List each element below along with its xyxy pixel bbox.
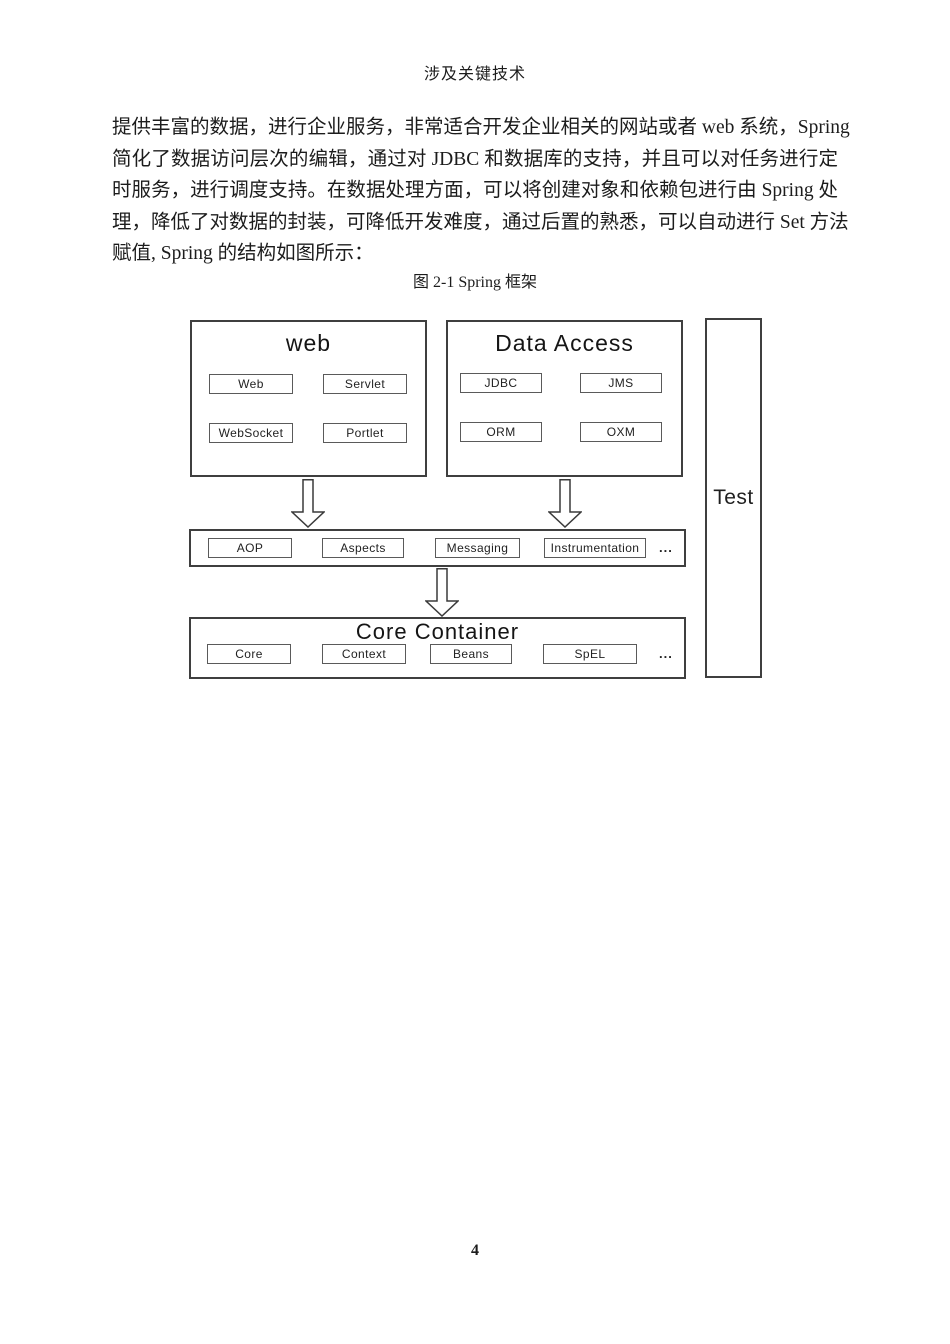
module-chip-servlet: Servlet — [323, 374, 407, 394]
module-chip-spel: SpEL — [543, 644, 637, 664]
middleware-row-box: AOP Aspects Messaging Instrumentation ..… — [189, 529, 686, 567]
module-chip-core: Core — [207, 644, 291, 664]
web-box-title: web — [285, 330, 332, 356]
figure-caption: 图 2-1 Spring 框架 — [412, 274, 537, 291]
ellipsis-more: ... — [659, 540, 673, 555]
data-access-box-title: Data Access — [495, 330, 634, 356]
paragraph-line: 提供丰富的数据，进行企业服务，非常适合开发企业相关的网站或者 web 系统，Sp… — [112, 117, 850, 138]
test-module-box: Test — [705, 318, 762, 678]
data-access-module-box: Data Access JDBC JMS ORM OXM — [446, 320, 683, 477]
test-box-title: Test — [713, 486, 754, 509]
down-arrow-icon — [425, 568, 459, 617]
body-paragraph: 提供丰富的数据，进行企业服务，非常适合开发企业相关的网站或者 web 系统，Sp… — [112, 112, 850, 270]
module-chip-jdbc: JDBC — [460, 373, 542, 393]
module-chip-instrumentation: Instrumentation — [544, 538, 646, 558]
ellipsis-more: ... — [659, 646, 673, 661]
module-chip-beans: Beans — [430, 644, 512, 664]
module-chip-websocket: WebSocket — [209, 423, 293, 443]
module-chip-portlet: Portlet — [323, 423, 407, 443]
down-arrow-icon — [548, 479, 582, 528]
paragraph-line: 赋值, Spring 的结构如图所示： — [112, 243, 374, 265]
module-chip-orm: ORM — [460, 422, 542, 442]
core-container-box: Core Container Core Context Beans SpEL .… — [189, 617, 686, 679]
web-module-box: web Web Servlet WebSocket Portlet — [190, 320, 427, 477]
module-chip-context: Context — [322, 644, 406, 664]
page-number: 4 — [471, 1242, 479, 1259]
paragraph-line: 时服务，进行调度支持。在数据处理方面，可以将创建对象和依赖包进行由 Spring… — [112, 180, 838, 202]
page-header: 涉及关键技术 — [423, 66, 526, 83]
module-chip-aop: AOP — [208, 538, 292, 558]
module-chip-oxm: OXM — [580, 422, 662, 442]
spring-framework-diagram: web Web Servlet WebSocket Portlet Data A… — [188, 318, 764, 680]
module-chip-aspects: Aspects — [322, 538, 404, 558]
core-container-title: Core Container — [355, 619, 520, 644]
paragraph-line: 理，降低了对数据的封装，可降低开发难度，通过后置的熟悉，可以自动进行 Set 方… — [112, 211, 849, 233]
down-arrow-icon — [291, 479, 325, 528]
module-chip-messaging: Messaging — [435, 538, 520, 558]
paragraph-line: 简化了数据访问层次的编辑，通过对 JDBC 和数据库的支持，并且可以对任务进行定 — [112, 148, 838, 170]
module-chip-jms: JMS — [580, 373, 662, 393]
module-chip-web: Web — [209, 374, 293, 394]
